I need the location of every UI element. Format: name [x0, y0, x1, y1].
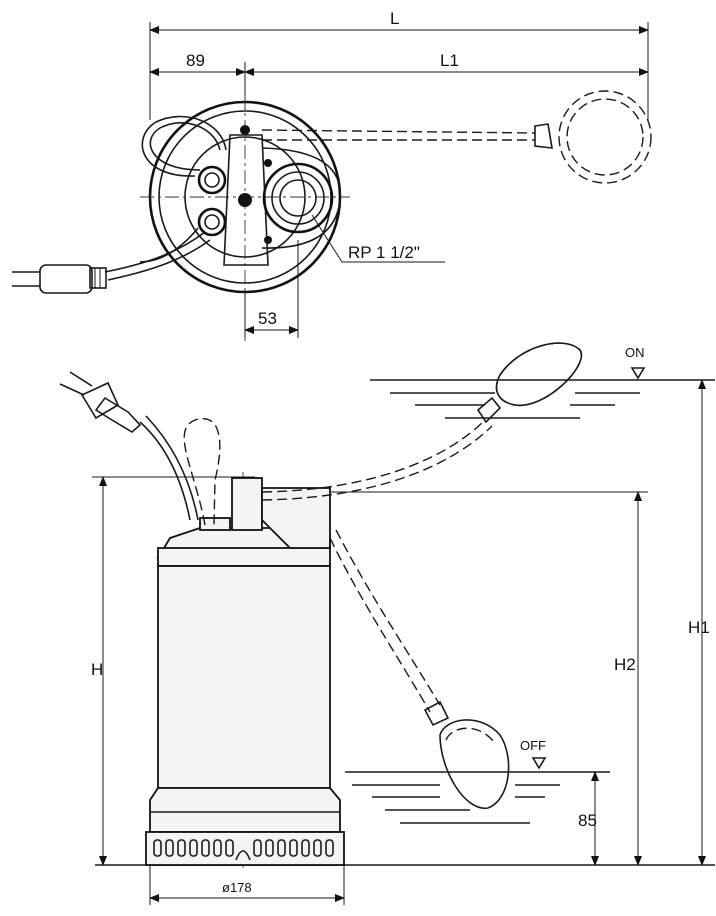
strainer-slots — [153, 839, 334, 861]
label-on: ON — [625, 345, 645, 360]
label-l1: L1 — [440, 51, 459, 70]
off-level-icon — [531, 757, 547, 770]
float-switch-off-icon — [423, 700, 510, 809]
label-85: 85 — [578, 811, 597, 830]
label-89: 89 — [186, 51, 205, 70]
float-switch-on-icon — [476, 342, 583, 424]
pump-body — [145, 477, 345, 866]
float-switch-top-icon — [558, 90, 652, 184]
side-view — [59, 342, 715, 905]
label-53: 53 — [258, 309, 277, 328]
cable-gland-icon — [197, 207, 227, 237]
label-diameter: ø178 — [222, 880, 252, 895]
top-view — [12, 22, 652, 345]
plug-icon — [12, 264, 107, 294]
plug-side-icon — [59, 371, 142, 433]
on-level-icon — [630, 367, 646, 380]
label-thread: RP 1 1/2" — [348, 243, 420, 262]
cable-gland-icon — [197, 165, 227, 195]
outlet-icon — [262, 162, 334, 234]
label-h: H — [91, 660, 103, 679]
label-l: L — [390, 9, 399, 28]
label-h1: H1 — [688, 618, 710, 637]
label-off: OFF — [520, 738, 546, 753]
label-h2: H2 — [614, 655, 636, 674]
